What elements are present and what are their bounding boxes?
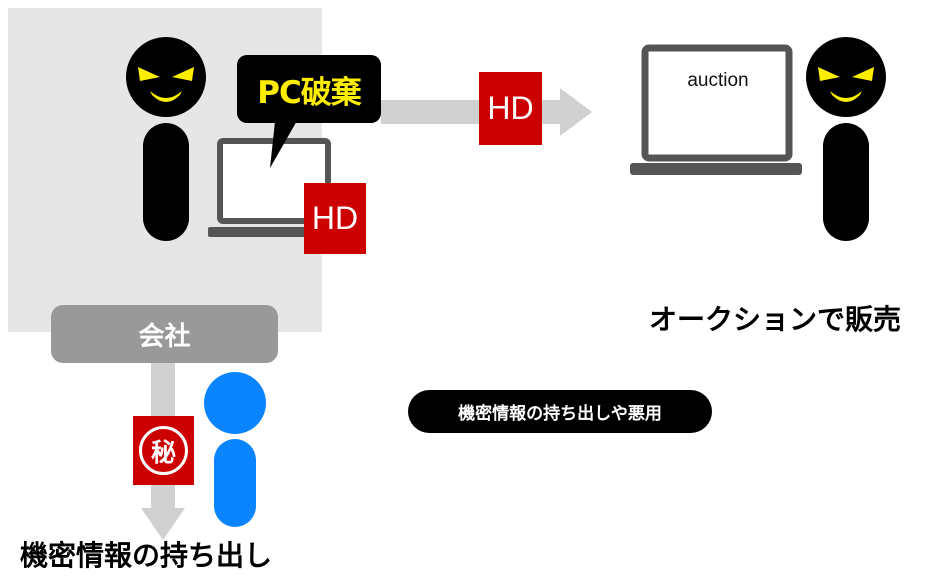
speech-tail-icon bbox=[270, 112, 302, 168]
misuse-caption: 機密情報の持ち出しや悪用 bbox=[408, 390, 712, 433]
buyer-villain-figure-icon bbox=[806, 37, 886, 241]
secret-mark: 秘 bbox=[139, 426, 188, 475]
leak-caption: 機密情報の持ち出し bbox=[20, 539, 273, 572]
secret-document-badge: 秘 bbox=[133, 416, 194, 485]
sale-caption: オークションで販売 bbox=[648, 303, 901, 336]
villain-figure-icon bbox=[126, 37, 206, 241]
auction-laptop-icon bbox=[630, 44, 802, 175]
hd-label-transfer: HD bbox=[479, 72, 542, 145]
auction-screen-text: auction bbox=[687, 70, 749, 91]
speech-bubble: PC破棄 bbox=[237, 55, 381, 123]
company-label: 会社 bbox=[51, 305, 278, 363]
hd-label-company: HD bbox=[304, 183, 366, 254]
employee-figure-icon bbox=[204, 372, 266, 527]
